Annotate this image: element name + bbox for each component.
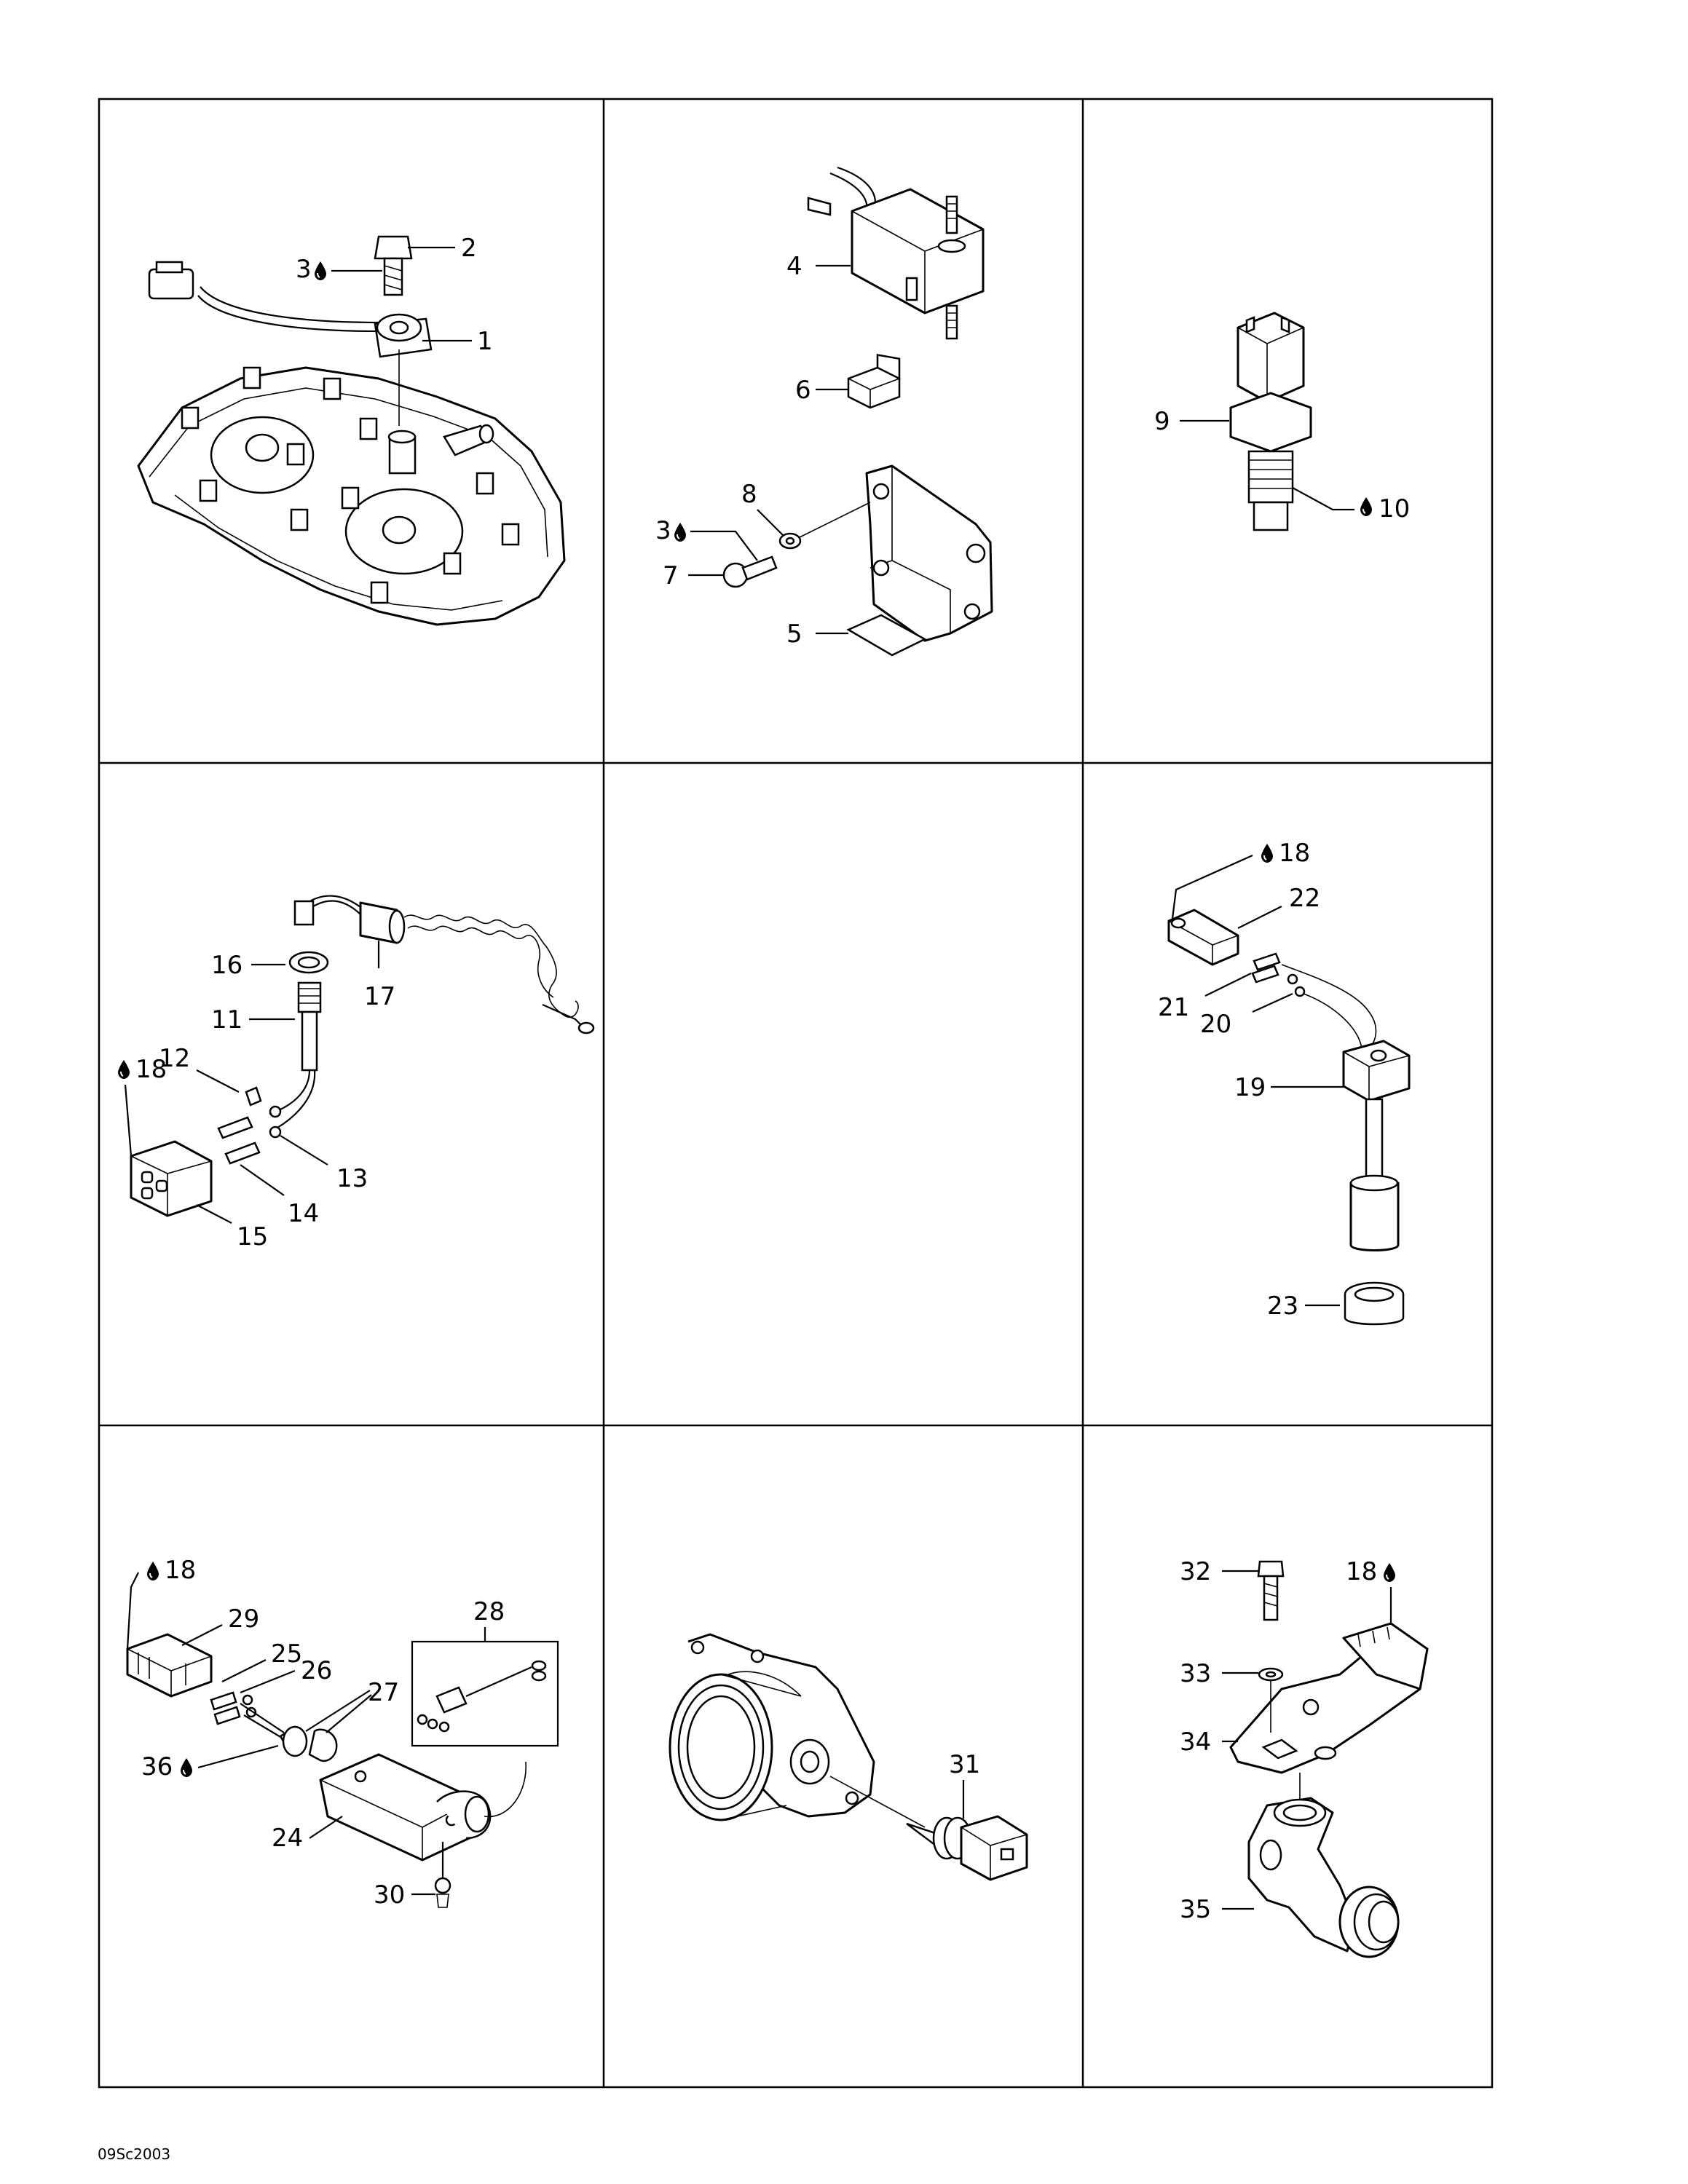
callout-6-22-label: 22: [1289, 884, 1320, 913]
knock-sensor-drawing: [148, 261, 433, 426]
liquid-drop-icon: [674, 522, 687, 542]
callout-7-27-label: 27: [368, 1678, 399, 1707]
callout-4-18-label: 18: [135, 1055, 167, 1084]
callout-2-4-label: 4: [786, 252, 802, 281]
position-sensor-drawing: [126, 1633, 559, 1908]
clip-6-drawing: [847, 366, 901, 409]
liquid-drop-icon: [146, 1561, 159, 1581]
callout-6-21-label: 21: [1158, 993, 1189, 1022]
callout-2-3-label: 3: [655, 516, 671, 545]
callout-4-17-label: 17: [364, 982, 395, 1011]
callout-2-5-label: 5: [786, 620, 802, 649]
callout-9-33-label: 33: [1180, 1659, 1211, 1688]
liquid-drop-icon: [1261, 843, 1274, 863]
panel-temp-sensor: 9 10: [1154, 312, 1410, 531]
bracket-5-drawing: [846, 464, 993, 657]
callout-4-13-label: 13: [336, 1164, 368, 1193]
screw-7-drawing: [722, 502, 871, 588]
grid-frame: [98, 98, 1494, 2089]
air-temp-sensor-31-drawing: [906, 1815, 1028, 1881]
liquid-drop-icon: [117, 1059, 130, 1080]
callout-3-10-label: 10: [1379, 494, 1410, 523]
callout-8-31-label: 31: [949, 1750, 980, 1779]
panel-position-sensor: 18 29 25 26 27 28 36 24 30: [126, 1556, 559, 1910]
panel-air-temp-sensor: 31: [669, 1633, 1028, 1881]
map-sensor-drawing: [1229, 1560, 1429, 1774]
callout-7-26-label: 26: [301, 1656, 332, 1685]
callout-7-36-label: 36: [141, 1752, 173, 1781]
panel-solenoid: 4 6 5 7 8 3: [655, 166, 993, 657]
callout-7-30-label: 30: [374, 1880, 405, 1910]
panel-map-sensor: 32 18 33 34 35: [1180, 1557, 1429, 1958]
callout-6-20-label: 20: [1200, 1010, 1231, 1039]
solenoid-drawing: [807, 166, 985, 381]
cylinder-head-drawing: [137, 366, 566, 626]
callout-9-18-label: 18: [1346, 1557, 1377, 1586]
callout-7-29-label: 29: [228, 1605, 259, 1634]
cable-sensor-drawing: [130, 895, 595, 1217]
temp-sensor-9-drawing: [1229, 312, 1312, 531]
panel-knock-sensor: 2 1 3: [137, 234, 566, 626]
callout-4-11-label: 11: [211, 1005, 242, 1034]
panel-cable-sensor: 16 17 11 12 18 13 14 15: [117, 895, 595, 1251]
callout-7-25-label: 25: [271, 1639, 302, 1669]
callout-2-6-label: 6: [795, 376, 811, 405]
callout-7-28-label: 28: [473, 1597, 505, 1626]
callout-4-15-label: 15: [237, 1222, 268, 1251]
callout-2-8-label: 8: [741, 480, 757, 509]
callout-7-24-label: 24: [272, 1824, 303, 1853]
callout-3-9-label: 9: [1154, 407, 1170, 436]
speed-sensor-drawing: [1167, 909, 1411, 1326]
callout-6-23-label: 23: [1267, 1291, 1298, 1321]
callout-1-3-label: 3: [296, 255, 312, 284]
liquid-drop-icon: [180, 1757, 193, 1778]
panel-speed-sensor: 18 22 21 20 19 23: [1158, 839, 1411, 1326]
liquid-drop-icon: [1383, 1562, 1396, 1583]
callout-9-34-label: 34: [1180, 1728, 1211, 1757]
callout-1-1-label: 1: [477, 327, 493, 356]
intake-manifold-drawing: [669, 1633, 926, 1828]
callout-9-35-label: 35: [1180, 1895, 1211, 1924]
bolt-2-drawing: [374, 235, 413, 296]
callout-4-14-label: 14: [288, 1199, 319, 1228]
throttle-body-drawing: [1247, 1773, 1400, 1958]
callout-9-32-label: 32: [1180, 1557, 1211, 1586]
callout-6-19-label: 19: [1234, 1073, 1266, 1102]
callout-2-7-label: 7: [663, 561, 679, 590]
callout-6-18-label: 18: [1279, 839, 1310, 868]
callout-4-16-label: 16: [211, 951, 242, 980]
liquid-drop-icon: [1360, 496, 1373, 517]
callout-4-12-label: 12: [159, 1044, 190, 1073]
callout-1-2-label: 2: [461, 234, 477, 263]
callout-7-18-label: 18: [165, 1556, 196, 1585]
sheet-code: 09Sc2003: [98, 2145, 171, 2163]
liquid-drop-icon: [314, 261, 327, 281]
